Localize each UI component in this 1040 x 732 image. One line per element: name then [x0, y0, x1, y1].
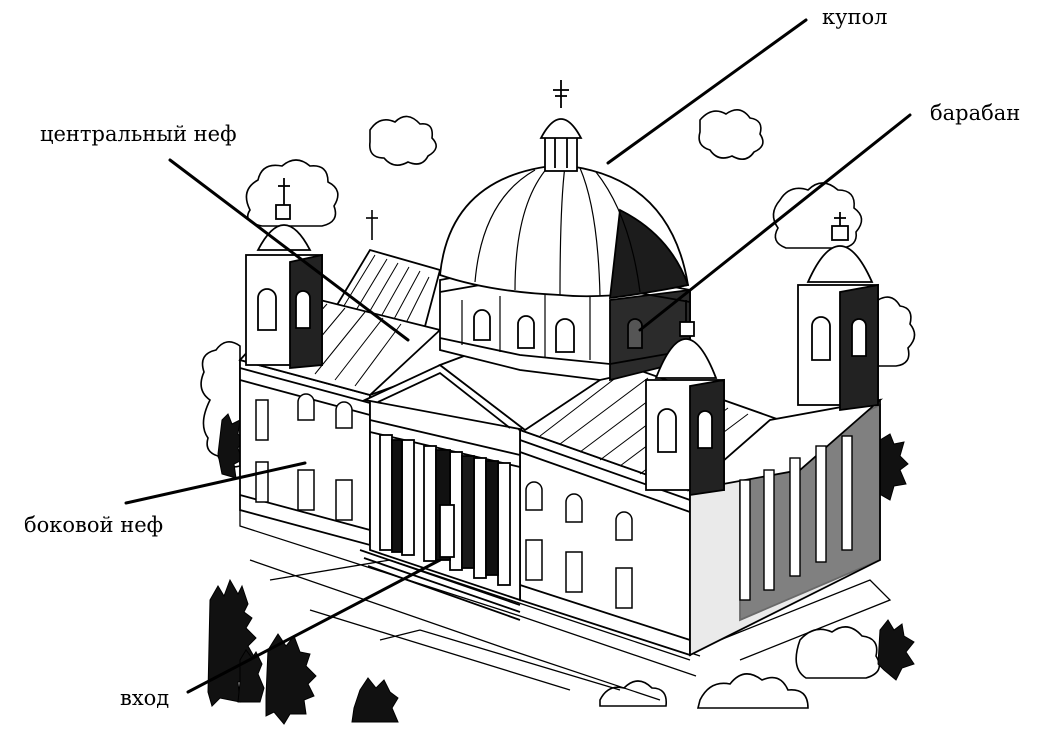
label-side-aisle: боковой неф [24, 515, 163, 536]
leader-dome [608, 20, 806, 163]
tower-left [246, 178, 322, 368]
label-dome: купол [822, 7, 887, 28]
label-drum: барабан [930, 103, 1020, 124]
label-entrance: вход [120, 688, 169, 709]
tower-right [798, 212, 878, 410]
dome [440, 80, 688, 298]
label-central-nave: центральный неф [40, 124, 237, 145]
small-cross [366, 210, 378, 240]
